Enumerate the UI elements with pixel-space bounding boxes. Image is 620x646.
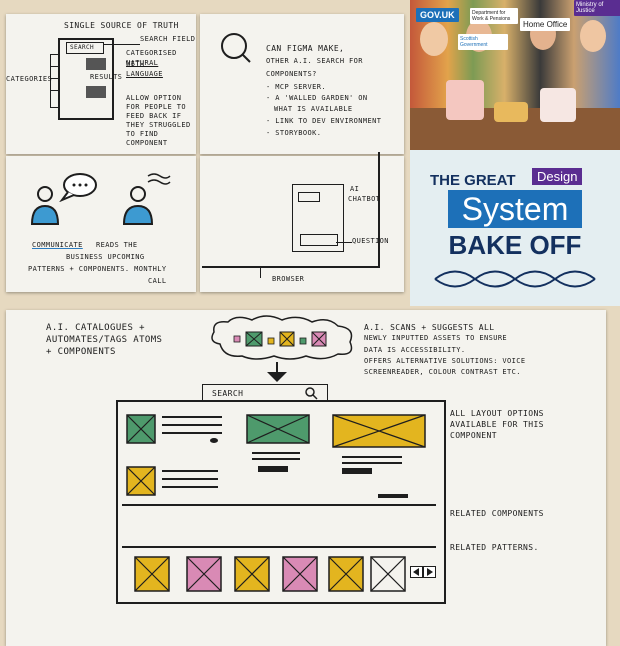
design-badge: Design <box>532 168 583 185</box>
results-label: Results <box>90 73 123 81</box>
person-icon <box>122 186 154 225</box>
cake <box>494 102 528 122</box>
pattern-thumbnail[interactable] <box>328 556 364 592</box>
browser-frame-sketch <box>202 152 380 268</box>
sketch-ai-component-search: A.I. catalogues + automates/tags atoms +… <box>6 310 606 646</box>
search-box-sketch <box>66 42 104 54</box>
browser-label: Browser <box>272 275 305 283</box>
natural-language-label: natural language <box>126 59 163 78</box>
related-patterns-label: Related patterns. <box>450 543 539 552</box>
sketch-figma-ai-question: Can Figma make, other A.I. search for co… <box>200 14 404 154</box>
decorative-ornament <box>434 270 596 288</box>
categorised-label: Categorised with <box>126 49 177 68</box>
result-block <box>86 58 106 70</box>
component-thumbnail[interactable] <box>126 466 156 496</box>
sketch-communicate: Communicate reads the business upcoming … <box>6 156 196 292</box>
chatbot-label: Chatbot <box>348 195 381 203</box>
question-label: Question <box>352 237 389 245</box>
communicate-label: Communicate <box>32 241 83 249</box>
thought-cloud-icon <box>211 315 353 360</box>
bake-off-text: BAKE OFF <box>448 230 582 260</box>
ministry-of-justice-logo: Ministry of Justice <box>574 0 620 16</box>
communicate-line: business upcoming <box>66 253 145 261</box>
ai-catalogue-note: A.I. catalogues + automates/tags atoms +… <box>46 323 163 357</box>
categories-column-sketch <box>50 54 60 108</box>
pattern-thumbnail[interactable] <box>186 556 222 592</box>
communicate-line: patterns + components. Monthly <box>28 265 167 273</box>
person-icon <box>30 186 60 225</box>
sketch-chatbot-browser: AI Chatbot Question Browser <box>200 152 404 292</box>
down-arrow-icon <box>267 362 287 382</box>
the-great-text: THE GREAT <box>430 172 516 189</box>
home-office-logo: Home Office <box>520 18 571 31</box>
ai-label: AI <box>350 185 360 193</box>
search-label: Search <box>70 44 95 51</box>
component-browser-window <box>116 400 446 604</box>
carousel-arrows-icon[interactable] <box>410 566 436 578</box>
speech-bubble-icon <box>59 173 97 202</box>
pattern-thumbnail[interactable] <box>282 556 318 592</box>
sketch-single-source-of-truth: Single source of truth Search Search fie… <box>6 14 196 154</box>
magnifier-icon <box>221 33 251 63</box>
divider <box>122 546 436 548</box>
component-thumbnail[interactable] <box>126 414 156 444</box>
search-icon[interactable] <box>304 386 318 400</box>
divider <box>122 504 436 506</box>
related-components-label: Related components <box>450 509 544 518</box>
cake <box>446 80 484 120</box>
gov-uk-logo: GOV.UK <box>416 8 459 22</box>
hair-scribble-icon <box>147 173 171 185</box>
categories-label: Categories <box>6 75 53 83</box>
pattern-thumbnail[interactable] <box>370 556 406 592</box>
feedback-note: Allow option for people to feed back if … <box>126 94 191 147</box>
sketch-title: Single source of truth <box>64 21 179 30</box>
ai-scans-note: A.I. scans + suggests all newly inputted… <box>364 323 526 376</box>
pattern-thumbnail[interactable] <box>134 556 170 592</box>
cake <box>540 88 576 122</box>
dwp-logo: Department for Work & Pensions <box>470 8 518 24</box>
figma-ai-notes: Can Figma make, other A.I. search for co… <box>266 44 382 137</box>
communicate-line: call <box>148 277 167 285</box>
system-badge: System <box>448 190 582 228</box>
search-bar-label: Search <box>212 389 244 398</box>
component-thumbnail[interactable] <box>246 414 310 444</box>
layouts-note: All layout options available for this co… <box>450 409 544 440</box>
component-thumbnail[interactable] <box>332 414 426 448</box>
great-design-system-bake-off-poster: GOV.UK Department for Work & Pensions Sc… <box>410 0 620 306</box>
result-block <box>86 86 106 98</box>
search-field-label: Search field <box>140 35 196 43</box>
pattern-thumbnail[interactable] <box>234 556 270 592</box>
communicate-line: reads the <box>96 241 138 249</box>
scottish-government-logo: Scottish Government <box>458 34 508 50</box>
